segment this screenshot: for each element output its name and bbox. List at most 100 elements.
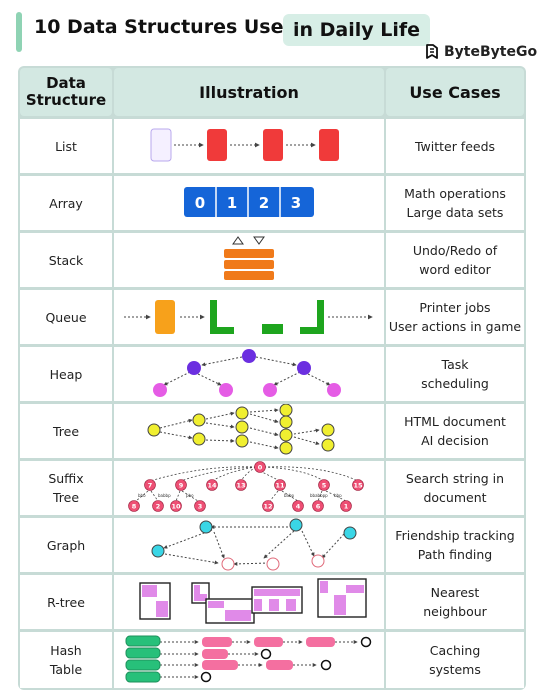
suffix-edge-label: babbp	[158, 493, 171, 498]
array-cell: 1	[227, 194, 237, 212]
heap-leaf-node	[153, 383, 167, 397]
row-tree-name: Tree	[20, 404, 112, 458]
tree-node	[235, 434, 249, 448]
row-rtree-use: Nearest neighbour	[386, 575, 524, 629]
suffix-node-label: 11	[275, 481, 285, 489]
suffix-edge-label: bbabbpp	[310, 493, 328, 498]
suffix-leaf-node-label: 12	[263, 502, 272, 510]
tree-root-node	[147, 423, 161, 437]
suffix-edge-label: bbo	[138, 493, 146, 498]
row-hash-table-use: Caching systems	[386, 632, 524, 688]
bytebytego-logo-icon	[426, 44, 438, 59]
row-rtree-name: R-tree	[20, 575, 112, 629]
hash-entry	[254, 637, 283, 647]
tree-diagram	[147, 404, 335, 455]
hash-bucket	[125, 671, 161, 683]
suffix-node-label: 13	[236, 481, 245, 489]
stack-item	[224, 249, 274, 258]
data-structures-table: Data Structure Illustration Use Cases Li…	[18, 66, 526, 690]
heap-node	[187, 361, 201, 375]
null-terminator	[200, 671, 212, 683]
header-data-structure: Data Structure	[20, 68, 112, 116]
hash-entry	[266, 660, 293, 670]
hash-bucket	[125, 659, 161, 671]
heap-node	[297, 361, 311, 375]
graph-node	[311, 554, 325, 568]
row-heap-use: Task scheduling	[386, 347, 524, 401]
suffix-leaf-node	[194, 500, 206, 512]
suffix-edge-label: babp	[284, 493, 295, 498]
brand[interactable]: ByteByteGo	[424, 44, 537, 60]
queue-wall	[210, 300, 234, 334]
tree-node	[279, 404, 293, 417]
suffix-leaf-node	[292, 500, 304, 512]
suffix-leaf-node	[312, 500, 324, 512]
tree-illustration	[114, 404, 384, 458]
null-terminator	[260, 648, 272, 660]
row-stack-name: Stack	[20, 233, 112, 287]
suffix-node	[352, 479, 364, 491]
suffix-node-label: 5	[322, 481, 327, 489]
list-node	[263, 129, 283, 161]
heap-illustration	[114, 347, 384, 401]
graph-diagram	[151, 518, 357, 571]
suffix-node-label: 14	[207, 481, 217, 489]
row-stack-use: Undo/Redo of word editor	[386, 233, 524, 287]
suffix-node	[235, 479, 247, 491]
tree-node	[279, 441, 293, 455]
row-queue-name: Queue	[20, 290, 112, 344]
row-queue-use: Printer jobs User actions in game	[386, 290, 524, 344]
title-accent-bar	[16, 12, 22, 52]
suffix-edge-label: bbp	[334, 493, 342, 498]
heap-diagram	[153, 349, 341, 397]
row-suffix-tree-name: Suffix Tree	[20, 461, 112, 515]
graph-node	[151, 544, 165, 558]
row-graph-use: Friendship tracking Path finding	[386, 518, 524, 572]
queue-diagram	[124, 300, 373, 334]
suffix-leaf-node-label: 1	[344, 502, 349, 510]
stack-item	[224, 260, 274, 269]
hash-entry	[306, 637, 335, 647]
queue-incoming-item	[155, 300, 175, 334]
page-title: 10 Data Structures Used	[34, 16, 298, 38]
suffix-leaf-node-label: 2	[156, 502, 161, 510]
graph-node	[343, 526, 357, 540]
null-terminator	[360, 636, 372, 648]
hash-entry	[202, 660, 238, 670]
row-tree-use: HTML document AI decision	[386, 404, 524, 458]
page-title-highlight: in Daily Life	[283, 14, 431, 46]
suffix-node	[274, 479, 286, 491]
tree-node	[279, 428, 293, 442]
suffix-node	[144, 479, 156, 491]
row-graph-name: Graph	[20, 518, 112, 572]
heap-root-node	[242, 349, 256, 363]
graph-node	[199, 520, 213, 534]
array-illustration: 0 1 2 3	[114, 176, 384, 230]
graph-illustration	[114, 518, 384, 572]
array-cell: 0	[195, 194, 205, 212]
brand-name: ByteByteGo	[444, 44, 538, 60]
rtree-diagram	[139, 578, 367, 624]
suffix-leaf-node	[262, 500, 274, 512]
row-heap-name: Heap	[20, 347, 112, 401]
header-illustration: Illustration	[114, 68, 384, 116]
suffix-node	[175, 479, 187, 491]
tree-node	[235, 420, 249, 434]
push-up-icon	[232, 236, 244, 245]
suffix-node-label: 9	[179, 481, 184, 489]
suffix-node	[318, 479, 330, 491]
suffix-node	[206, 479, 218, 491]
suffix-leaf-node-label: 4	[296, 502, 301, 510]
suffix-leaf-node-label: 8	[132, 502, 137, 510]
array-cell: 2	[259, 194, 269, 212]
heap-leaf-node	[327, 383, 341, 397]
row-hash-table-name: Hash Table	[20, 632, 112, 688]
suffix-leaf-node-label: 10	[171, 502, 181, 510]
row-list-name: List	[20, 119, 112, 173]
row-array-name: Array	[20, 176, 112, 230]
stack-illustration	[114, 233, 384, 287]
list-head-node	[150, 128, 172, 162]
